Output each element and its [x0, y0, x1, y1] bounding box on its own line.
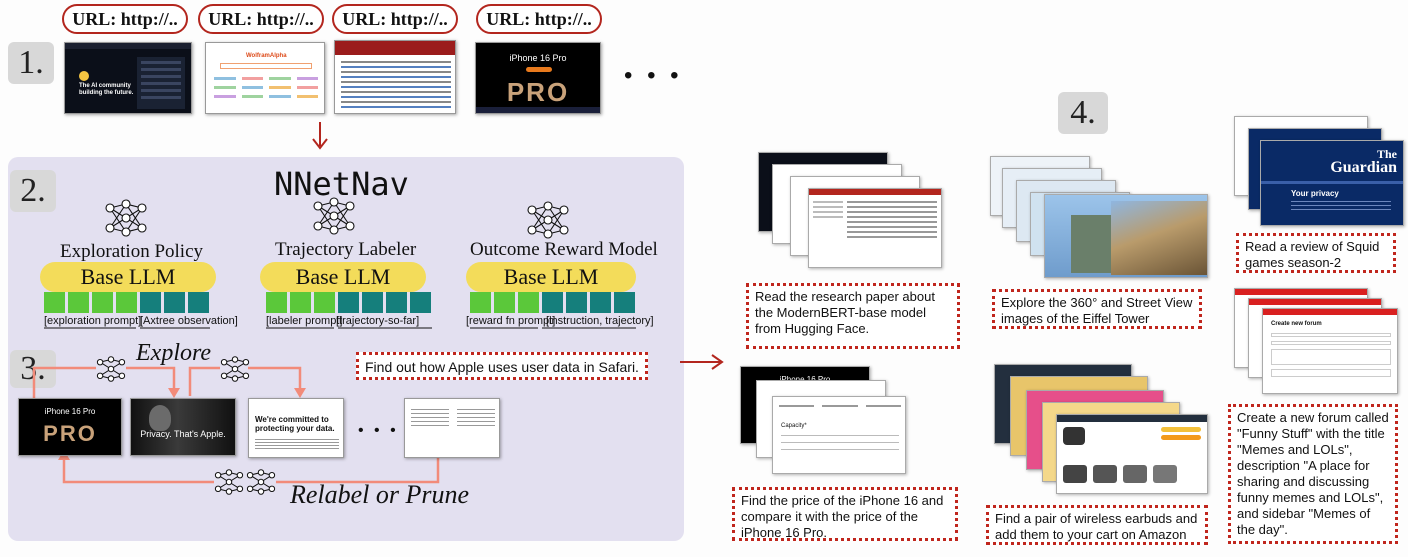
iphone-screenshot: iPhone 16 Pro PRO [475, 42, 601, 114]
more-sites-ellipsis: • • • [624, 62, 683, 89]
token [470, 292, 491, 313]
token [386, 292, 407, 313]
traj-iphone-title: iPhone 16 Pro [44, 407, 96, 416]
wolfram-screenshot: WolframAlpha [205, 42, 325, 114]
forum-card-3: Create new forum [1262, 308, 1398, 394]
neural-net-icon-small [96, 356, 126, 382]
token [590, 292, 611, 313]
guardian-privacy: Your privacy [1291, 189, 1339, 198]
traj-final-screenshot [404, 398, 500, 458]
panel-title: NNetNav [274, 165, 409, 203]
task-earbuds: Find a pair of wireless earbuds and add … [986, 505, 1208, 545]
token [188, 292, 209, 313]
wolfram-logo: WolframAlpha [246, 53, 287, 59]
amazon-card-5 [1056, 414, 1208, 494]
traj-iphone-pro: PRO [43, 421, 97, 446]
token [290, 292, 311, 313]
guardian-logo: Guardian [1330, 159, 1397, 176]
guardian-the: The [1376, 147, 1397, 161]
down-arrow-icon [312, 122, 328, 150]
traj-ellipsis: • • • [358, 422, 399, 439]
huggingface-screenshot: The AI community building the future. [64, 42, 192, 114]
token [92, 292, 113, 313]
token [140, 292, 161, 313]
eiffel-card-5 [1044, 194, 1208, 278]
forum-title: Create new forum [1271, 321, 1322, 327]
token [338, 292, 359, 313]
panel-instruction: Find out how Apple uses user data in Saf… [356, 352, 648, 380]
token [266, 292, 287, 313]
base-llm-reward: Base LLM [466, 262, 636, 292]
role-title-policy: Exploration Policy [60, 241, 204, 262]
research-page-screenshot [334, 40, 456, 114]
task-squid: Read a review of Squid games season-2 [1236, 233, 1396, 273]
modernbert-card-4 [808, 188, 942, 268]
token [494, 292, 515, 313]
base-llm-policy: Base LLM [40, 262, 216, 292]
token-label: [trajectory-so-far] [336, 315, 420, 327]
mini-iphone-title: iPhone 16 Pro [741, 375, 869, 384]
token [68, 292, 89, 313]
guardian-card-3: The Guardian Your privacy [1260, 140, 1404, 226]
iphone-title: iPhone 16 Pro [509, 53, 567, 63]
token-label: [labeler prompt] [266, 315, 343, 327]
traj-committed-text: We're committed to protecting your data. [255, 415, 335, 433]
right-arrow-icon [680, 354, 724, 370]
neural-net-icon-small [214, 469, 244, 495]
url-pill-2: URL: http://.. [198, 4, 324, 34]
token-label: [instruction, trajectory] [546, 315, 654, 327]
neural-net-icon-labeler [313, 197, 355, 235]
task-forum: Create a new forum called "Funny Stuff" … [1228, 404, 1398, 544]
token [614, 292, 635, 313]
step-1-label: 1. [8, 42, 54, 84]
url-pill-1: URL: http://.. [62, 4, 188, 34]
url-pill-3: URL: http://.. [332, 4, 458, 34]
token [314, 292, 335, 313]
task-eiffel: Explore the 360° and Street View images … [992, 289, 1202, 329]
token [116, 292, 137, 313]
neural-net-icon-small [220, 356, 250, 382]
iphone-pro-text: PRO [506, 77, 570, 107]
token-label: [reward fn prompt] [466, 315, 556, 327]
traj-privacy-screenshot: Privacy. That's Apple. [130, 398, 236, 456]
traj-iphone-screenshot: iPhone 16 Pro PRO [18, 398, 122, 456]
url-pill-4: URL: http://.. [476, 4, 602, 34]
traj-committed-screenshot: We're committed to protecting your data. [248, 398, 344, 458]
token-label: [exploration prompt] [44, 315, 142, 327]
step-2-label: 2. [10, 170, 56, 212]
task-modernbert: Read the research paper about the Modern… [746, 283, 960, 349]
hf-tagline: The AI community building the future. [79, 83, 134, 96]
token [518, 292, 539, 313]
explore-label: Explore [136, 340, 212, 366]
mini-capacity: Capacity* [781, 423, 807, 429]
token [410, 292, 431, 313]
token [542, 292, 563, 313]
token [44, 292, 65, 313]
token-brackets [44, 327, 636, 329]
iphone-price-card-3: Capacity* [772, 396, 906, 474]
neural-net-icon-policy [105, 199, 147, 237]
token [362, 292, 383, 313]
relabel-label: Relabel or Prune [290, 480, 470, 509]
role-title-reward: Outcome Reward Model [470, 239, 658, 260]
trajectory-arrows [32, 366, 440, 484]
token-label: [Axtree observation] [140, 315, 238, 327]
token [164, 292, 185, 313]
neural-net-icon-small [246, 469, 276, 495]
neural-net-icon-reward [527, 201, 569, 239]
task-iphone-price: Find the price of the iPhone 16 and comp… [732, 487, 958, 541]
step-4-label: 4. [1058, 92, 1108, 134]
role-title-labeler: Trajectory Labeler [275, 239, 417, 260]
token [566, 292, 587, 313]
traj-privacy-text: Privacy. That's Apple. [140, 429, 226, 439]
base-llm-labeler: Base LLM [260, 262, 426, 292]
